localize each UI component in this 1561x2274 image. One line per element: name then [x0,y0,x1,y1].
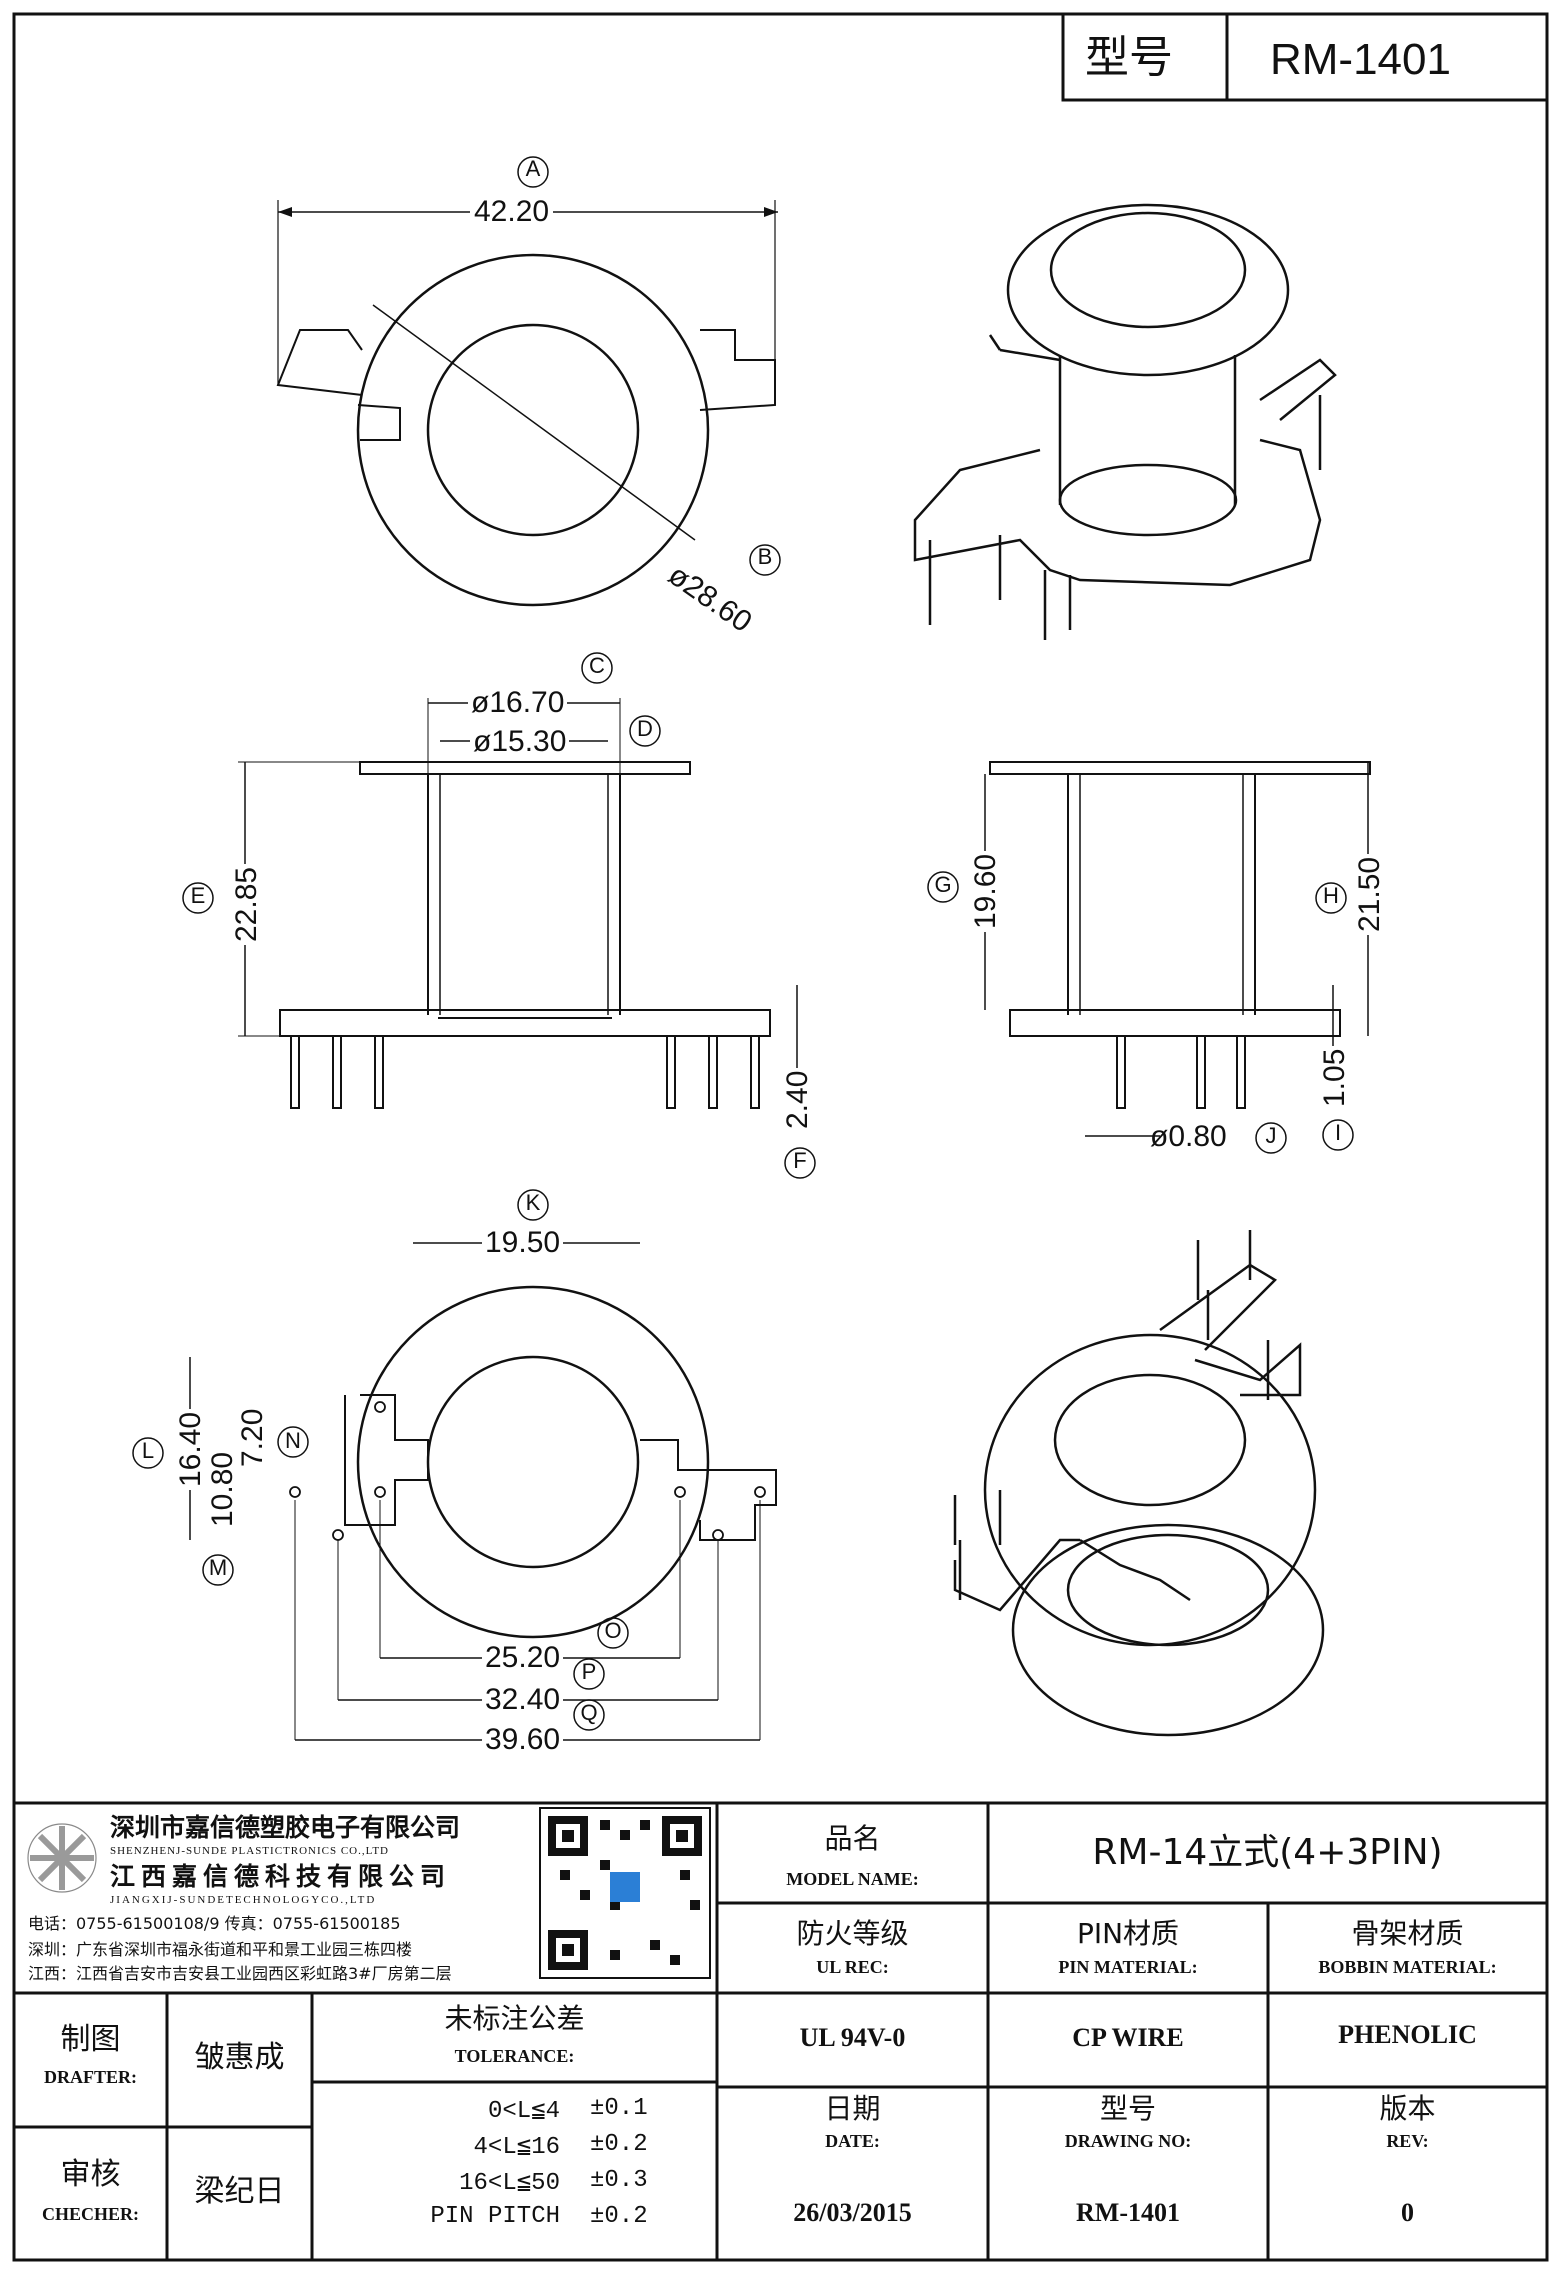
dim-p-marker: P [581,1659,597,1684]
dim-k-marker: K [525,1190,541,1215]
tolerance-table: 0<L≦4±0.1 4<L≦16±0.2 16<L≦50±0.3 PIN PIT… [360,2095,690,2239]
header-model-value: RM-1401 [1270,35,1451,84]
company-name-jx: 江西嘉信德科技有限公司 [110,1862,452,1891]
tolerance-row: 0<L≦4±0.1 [487,2095,648,2125]
dim-j-value: ø0.80 [1150,1120,1227,1153]
bobbin-material-cn: 骨架材质 [1351,1917,1464,1950]
side-view [927,761,1371,1154]
title-block-grid [14,1801,1547,2260]
qr-code [539,1807,711,1979]
dim-l-marker: L [141,1438,155,1463]
dim-o-value: 25.20 [482,1643,564,1673]
pin-material-cn: PIN材质 [1076,1917,1180,1950]
dim-h-value: 21.50 [1353,853,1386,935]
company-name-jx-en: JIANGXIJ-SUNDETECHNOLOGYCO.,LTD [110,1894,377,1906]
dim-j-marker: J [1265,1123,1277,1148]
company-phone: 电话：0755-61500108/9 传真：0755-61500185 [28,1914,401,1933]
tolerance-row: 4<L≦16±0.2 [473,2131,648,2161]
drafter-value: 皱惠成 [194,2040,285,2075]
tolerance-cn: 未标注公差 [444,2002,585,2035]
company-name-sz: 深圳市嘉信德塑胶电子有限公司 [110,1813,461,1842]
dim-g-value: 19.60 [969,850,1002,932]
dim-k-value: 19.50 [482,1228,564,1258]
pin-material-value: CP WIRE [1072,2023,1184,2052]
rev-en: REV: [1386,2131,1429,2151]
drafter-cn: 制图 [60,2022,121,2057]
company-address-jx: 江西：江西省吉安市吉安县工业园西区彩虹路3#厂房第二层 [28,1964,452,1983]
front-view [182,652,816,1179]
dim-a-marker: A [525,156,541,181]
dim-g-marker: G [934,872,952,897]
drawing-no-en: DRAWING NO: [1064,2131,1192,2151]
bobbin-material-value: PHENOLIC [1338,2020,1477,2049]
dim-c-value: ø16.70 [468,688,568,718]
dim-e-marker: E [190,883,206,908]
dim-q-marker: Q [580,1700,598,1725]
ul-rec-value: UL 94V-0 [799,2023,906,2052]
date-value: 26/03/2015 [793,2198,912,2227]
iso-view-1 [913,203,1337,640]
dim-d-value: ø15.30 [470,727,570,757]
model-name-cn: 品名 [824,1822,881,1855]
drawing-no-cn: 型号 [1099,2092,1156,2125]
dim-f-value: 2.40 [781,1067,814,1132]
dim-q-value: 39.60 [482,1725,564,1755]
dim-e-value: 22.85 [230,863,263,945]
checker-value: 梁纪日 [194,2174,285,2209]
company-logo [27,1823,97,1893]
ul-rec-cn: 防火等级 [796,1917,909,1950]
dim-m-value: 10.80 [206,1448,239,1530]
model-name-value: RM-14立式(4+3PIN) [1092,1832,1443,1873]
checker-en: CHECHER: [41,2204,139,2224]
rev-cn: 版本 [1379,2092,1436,2125]
header-model-box [1061,12,1549,102]
bobbin-material-en: BOBBIN MATERIAL: [1318,1957,1497,1977]
company-address-sz: 深圳：广东省深圳市福永街道和平和景工业园三栋四楼 [28,1940,413,1959]
dim-n-marker: N [285,1428,301,1453]
tolerance-row: PIN PITCH±0.2 [430,2203,648,2230]
dim-f-marker: F [793,1148,807,1173]
dim-o-marker: O [604,1618,622,1643]
sheet-border [12,12,1549,2262]
model-name-en: MODEL NAME: [786,1869,919,1889]
company-name-sz-en: SHENZHENJ-SUNDE PLASTICTRONICS CO.,LTD [110,1845,389,1857]
dim-n-value: 7.20 [236,1405,269,1470]
header-model-label: 型号 [1085,32,1173,83]
ul-rec-en: UL REC: [816,1957,889,1977]
drafter-en: DRAFTER: [44,2067,137,2087]
dim-h-marker: H [1323,883,1339,908]
checker-cn: 审核 [60,2157,121,2192]
dim-l-value: 16.40 [174,1408,207,1490]
dim-c-marker: C [589,653,605,678]
dim-b-marker: B [757,544,773,569]
iso-view-2 [953,1230,1325,1737]
dim-a-value: 42.20 [470,197,554,227]
dim-d-marker: D [637,716,653,741]
rev-value: 0 [1401,2198,1414,2227]
dim-i-value: 1.05 [1318,1045,1351,1110]
tolerance-en: TOLERANCE: [454,2046,575,2066]
date-cn: 日期 [824,2092,881,2125]
dim-i-marker: I [1334,1120,1342,1145]
dim-m-marker: M [208,1555,228,1580]
date-en: DATE: [825,2131,880,2151]
drawing-no-value: RM-1401 [1076,2198,1180,2227]
dim-p-value: 32.40 [482,1685,564,1715]
tolerance-row: 16<L≦50±0.3 [459,2167,648,2197]
pin-material-en: PIN MATERIAL: [1058,1957,1198,1977]
